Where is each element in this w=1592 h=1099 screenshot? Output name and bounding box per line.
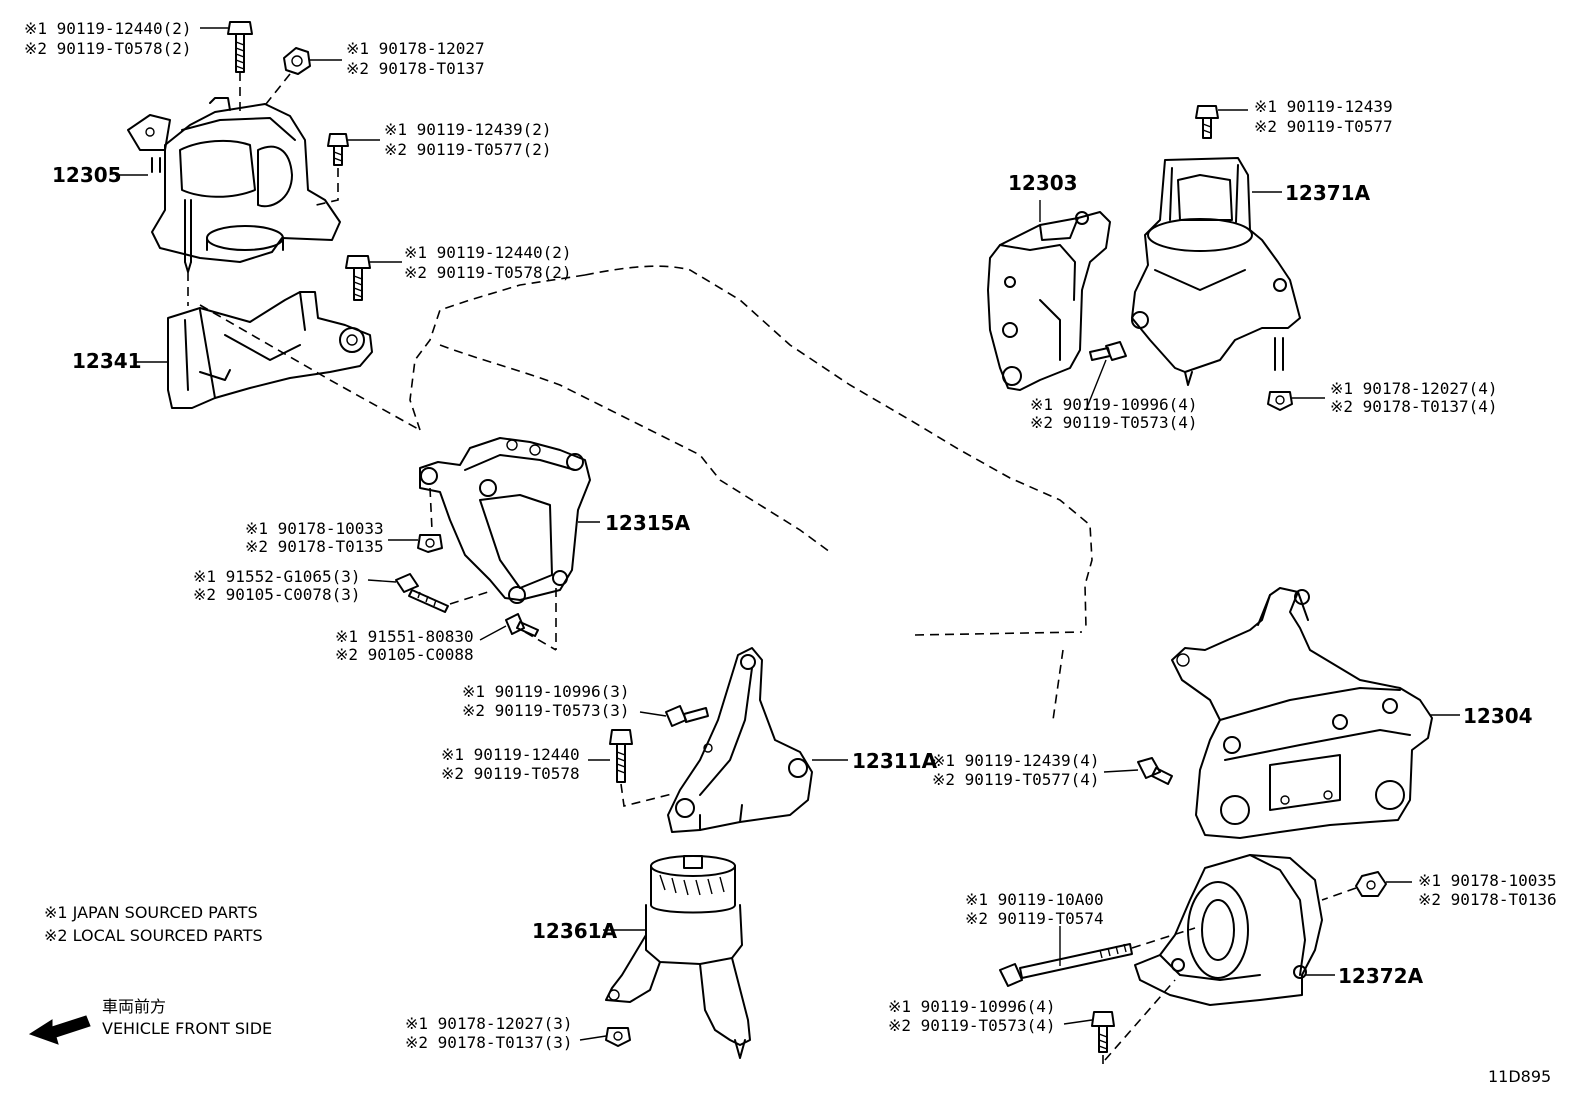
part-label-12341: 12341: [72, 349, 142, 373]
part-label-12315A: 12315A: [605, 511, 691, 535]
part-label-12303: 12303: [1008, 171, 1078, 195]
front-label-jp: 車両前方: [102, 997, 166, 1016]
dash-line: [311, 168, 339, 207]
callout-c16a: ※1 90178-10035: [1418, 871, 1557, 890]
dash-line: [1131, 927, 1196, 949]
callout-c17b: ※2 90119-T0573(4): [888, 1016, 1056, 1035]
callout-c4b: ※2 90119-T0578(2): [404, 263, 572, 282]
bolt-90119-10996-12303: [1089, 341, 1127, 361]
callout-c15b: ※2 90119-T0574: [965, 909, 1104, 928]
bolt-90119-12440-12311A: [609, 729, 633, 783]
dash-line: [199, 304, 421, 431]
callout-c10a: ※1 90178-12027(3): [405, 1014, 573, 1033]
callout-c7a: ※1 91551-80830: [335, 627, 474, 646]
engine-outline: [409, 265, 1093, 721]
part-label-12372A: 12372A: [1338, 964, 1424, 988]
callout-c8b: ※2 90119-T0573(3): [462, 701, 630, 720]
bolt-90119-10996-12311A: [665, 705, 709, 727]
bracket-12303: [987, 211, 1111, 391]
nut-90178-10033: [417, 534, 443, 553]
dash-line: [1102, 979, 1176, 1070]
mount-12371A: [1131, 157, 1301, 386]
mount-12372A: [1134, 854, 1323, 1006]
note-japan-sourced: ※1 JAPAN SOURCED PARTS: [44, 903, 258, 922]
callout-c14b: ※2 90119-T0577(4): [932, 770, 1100, 789]
bracket-12311A: [667, 647, 813, 833]
callout-c1b: ※2 90119-T0578(2): [24, 39, 192, 58]
callout-c11a: ※1 90119-12439: [1254, 97, 1393, 116]
bolt-90119-10A00: [999, 943, 1133, 987]
mount-12361A: [605, 855, 751, 1059]
callout-c13a: ※1 90178-12027(4): [1330, 379, 1498, 398]
part-label-12311A: 12311A: [852, 749, 938, 773]
part-label-12304: 12304: [1463, 704, 1533, 728]
dash-line: [429, 487, 433, 531]
dash-line: [265, 73, 291, 105]
callout-c2a: ※1 90178-12027: [346, 39, 485, 58]
bolt-91552-G1065: [395, 573, 449, 613]
dash-line: [620, 783, 673, 807]
callout-c5a: ※1 90178-10033: [245, 519, 384, 538]
callout-c5b: ※2 90178-T0135: [245, 537, 384, 556]
mount-12304: [1171, 587, 1433, 839]
bracket-12341: [167, 291, 373, 409]
bolt-90119-12440-top: [227, 21, 253, 73]
callout-c12b: ※2 90119-T0573(4): [1030, 413, 1198, 432]
callout-c16b: ※2 90178-T0136: [1418, 890, 1557, 909]
callout-c9a: ※1 90119-12440: [441, 745, 580, 764]
callout-c11b: ※2 90119-T0577: [1254, 117, 1393, 136]
nut-90178-10035: [1355, 871, 1387, 897]
dash-line: [524, 631, 557, 651]
callout-c1a: ※1 90119-12440(2): [24, 19, 192, 38]
nut-90178-12027-top: [283, 47, 311, 75]
bracket-12315A: [419, 437, 591, 604]
diagram-code: 11D895: [1488, 1067, 1551, 1086]
callout-c9b: ※2 90119-T0578: [441, 764, 580, 783]
callout-c2b: ※2 90178-T0137: [346, 59, 485, 78]
part-label-12361A: 12361A: [532, 919, 618, 943]
callout-c4a: ※1 90119-12440(2): [404, 243, 572, 262]
bolt-90119-10996-12372A: [1091, 1011, 1115, 1053]
nut-90178-12027-12361A: [605, 1027, 631, 1047]
callout-c6a: ※1 91552-G1065(3): [193, 567, 361, 586]
callout-c10b: ※2 90178-T0137(3): [405, 1033, 573, 1052]
callout-c7b: ※2 90105-C0088: [335, 645, 474, 664]
callout-c3a: ※1 90119-12439(2): [384, 120, 552, 139]
callout-c6b: ※2 90105-C0078(3): [193, 585, 361, 604]
bolt-90119-12439-12371A: [1195, 105, 1219, 139]
nut-90178-12027-12371A: [1267, 391, 1293, 411]
bolt-91551-80830: [505, 613, 539, 637]
front-direction-arrow-icon: [28, 1015, 91, 1045]
dash-line: [449, 591, 489, 605]
callout-c12a: ※1 90119-10996(4): [1030, 395, 1198, 414]
front-label-en: VEHICLE FRONT SIDE: [102, 1019, 272, 1038]
callout-c15a: ※1 90119-10A00: [965, 890, 1104, 909]
leader-lines: [115, 27, 1460, 1041]
callout-c3b: ※2 90119-T0577(2): [384, 140, 552, 159]
bolt-90119-12439-12305: [327, 133, 349, 166]
note-local-sourced: ※2 LOCAL SOURCED PARTS: [44, 926, 263, 945]
part-label-12371A: 12371A: [1285, 181, 1371, 205]
dash-line: [1321, 887, 1357, 901]
bolt-90119-12440-12341: [345, 255, 371, 301]
part-label-12305: 12305: [52, 163, 122, 187]
callout-c8a: ※1 90119-10996(3): [462, 682, 630, 701]
mount-12305: [127, 97, 341, 273]
callout-c13b: ※2 90178-T0137(4): [1330, 397, 1498, 416]
bolt-90119-12439-12304: [1137, 757, 1173, 785]
callout-c17a: ※1 90119-10996(4): [888, 997, 1056, 1016]
callout-c14a: ※1 90119-12439(4): [932, 751, 1100, 770]
